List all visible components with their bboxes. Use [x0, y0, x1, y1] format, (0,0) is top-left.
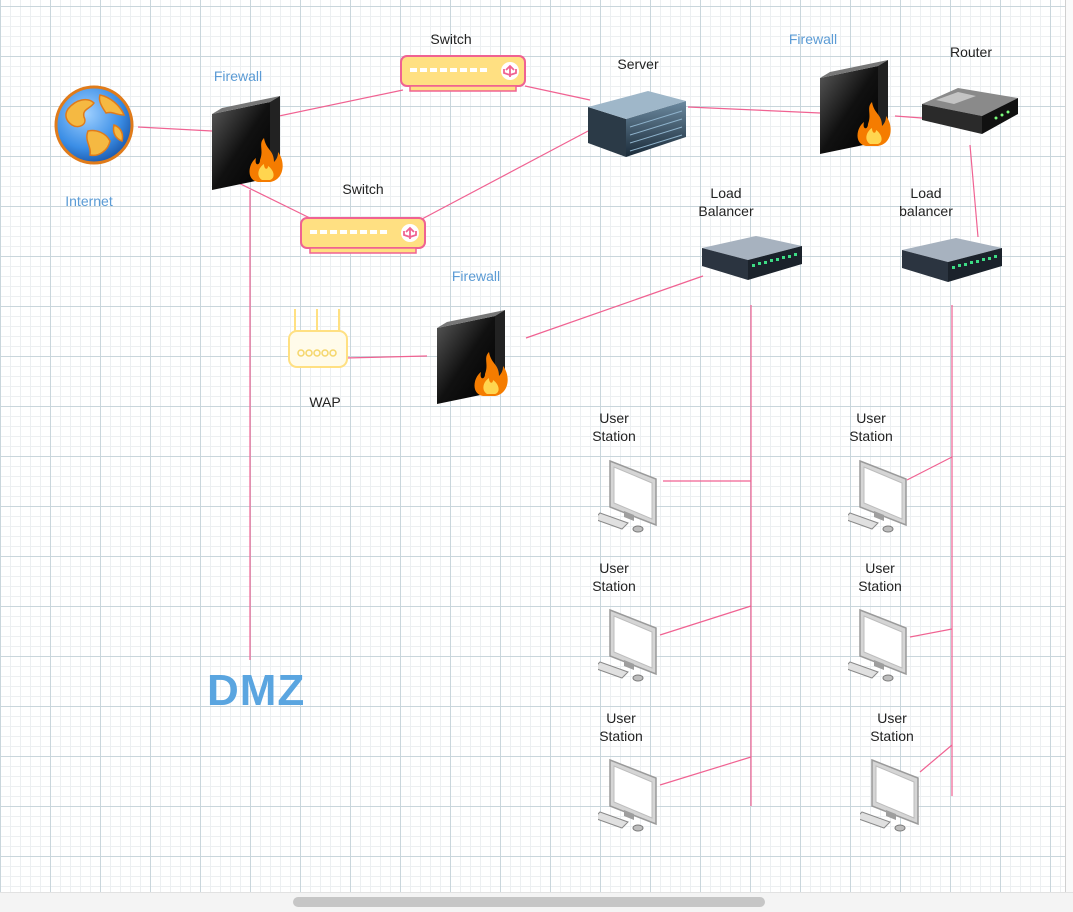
user-station-2-label: User Station	[592, 560, 636, 594]
connector-station-3	[659, 756, 752, 786]
workstation-icon[interactable]	[843, 455, 912, 535]
horizontal-scrollbar-thumb[interactable]	[293, 897, 765, 907]
diagram-canvas[interactable]: Internet Firewall Switch	[0, 0, 1066, 892]
switch-icon[interactable]	[300, 217, 426, 255]
workstation-icon[interactable]	[593, 455, 662, 535]
user-station-3-label: User Station	[599, 710, 643, 744]
firewall-left-label: Firewall	[213, 68, 263, 84]
router-label: Router	[949, 44, 993, 60]
connector-firewall-right-router	[894, 115, 923, 119]
router-icon[interactable]	[918, 80, 1022, 138]
connector-firewall-mid-wap	[344, 355, 428, 359]
load-balancer-icon[interactable]	[700, 228, 804, 284]
server-label: Server	[617, 56, 659, 72]
connector-load-balancer-1-firewall-mid	[525, 275, 704, 339]
connector-layer	[137, 85, 979, 806]
switch-top-label: Switch	[430, 31, 472, 47]
firewall-icon[interactable]	[433, 304, 517, 408]
firewall-icon[interactable]	[816, 56, 900, 156]
user-station-6-label: User Station	[870, 710, 914, 744]
workstation-icon[interactable]	[593, 754, 662, 834]
connector-station-6	[919, 744, 953, 773]
load-balancer-2-label: Load balancer	[899, 185, 953, 219]
switch-mid-label: Switch	[342, 181, 384, 197]
connector-internet-firewall	[137, 126, 213, 132]
connector-station-5	[909, 628, 953, 638]
workstation-icon[interactable]	[593, 604, 662, 684]
firewall-icon[interactable]	[208, 92, 292, 192]
connector-station-4	[906, 456, 953, 481]
workstation-icon[interactable]	[855, 754, 924, 834]
connector-switch-mid-server	[404, 129, 591, 229]
connector-router-load-balancer-2	[969, 144, 979, 238]
internet-label: Internet	[65, 193, 113, 209]
load-balancer-icon[interactable]	[900, 230, 1004, 286]
wireless-access-point-icon[interactable]	[287, 305, 351, 371]
load-balancer-1-label: Load Balancer	[698, 185, 754, 219]
connector-station-2	[659, 605, 752, 636]
connector-server-firewall-right	[687, 106, 821, 114]
switch-icon[interactable]	[400, 55, 526, 93]
dmz-zone-label: DMZ	[207, 666, 306, 715]
vertical-scrollbar[interactable]	[1066, 0, 1073, 892]
globe-icon[interactable]	[54, 85, 134, 165]
user-station-1-label: User Station	[592, 410, 636, 444]
connector-switch-top-server	[524, 85, 591, 101]
user-station-4-label: User Station	[849, 410, 893, 444]
firewall-mid-label: Firewall	[451, 268, 501, 284]
workstation-icon[interactable]	[843, 604, 912, 684]
wap-label: WAP	[309, 394, 341, 410]
firewall-right-label: Firewall	[788, 31, 838, 47]
server-icon[interactable]	[586, 85, 690, 159]
horizontal-scrollbar[interactable]	[0, 892, 1073, 912]
user-station-5-label: User Station	[858, 560, 902, 594]
